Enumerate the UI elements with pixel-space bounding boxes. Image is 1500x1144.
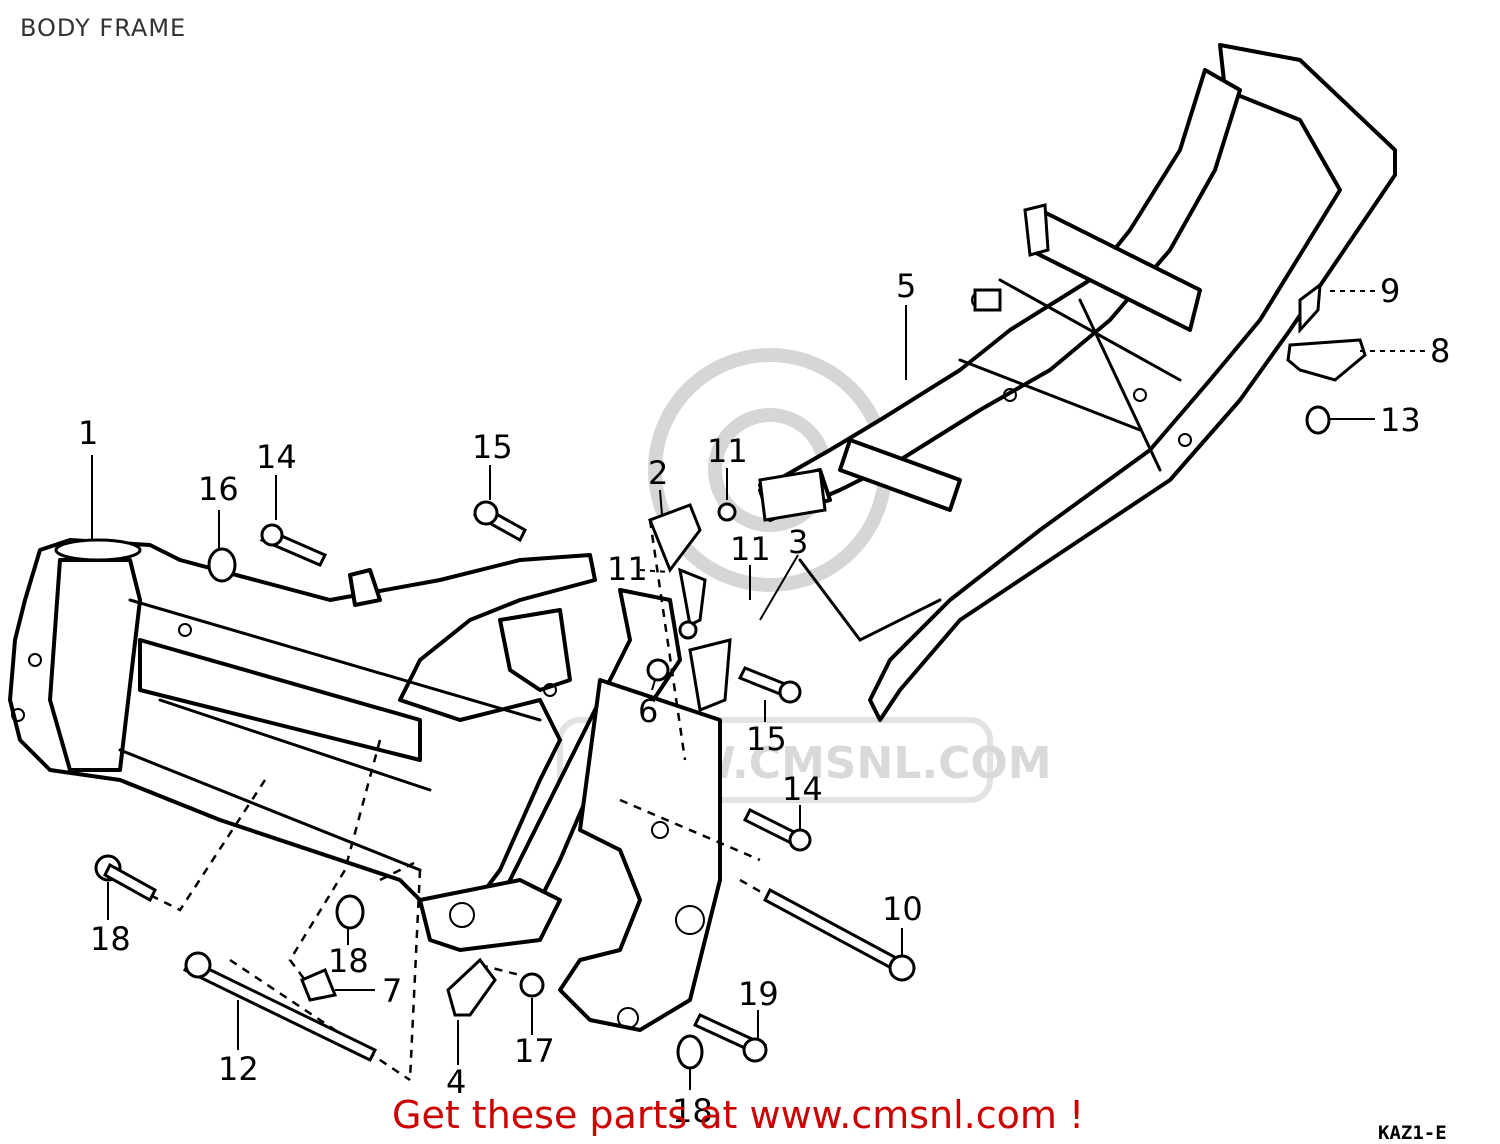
leader-lines	[91, 290, 1425, 1090]
callout-13: 13	[1380, 401, 1421, 439]
callout-17: 17	[514, 1032, 555, 1070]
callout-11c: 11	[730, 530, 771, 568]
callout-6: 6	[638, 692, 658, 730]
callout-18b: 18	[328, 942, 369, 980]
callout-11a: 11	[707, 432, 748, 470]
small-parts	[94, 203, 1367, 1070]
callout-18a: 18	[90, 920, 131, 958]
callout-15b: 15	[746, 720, 787, 758]
diagram-code: KAZ1-E	[1378, 1122, 1447, 1144]
callout-9: 9	[1380, 272, 1400, 310]
callout-2: 2	[648, 454, 668, 492]
callout-11b: 11	[607, 550, 648, 588]
callout-8: 8	[1430, 332, 1450, 370]
callout-4: 4	[446, 1063, 466, 1101]
callout-14a: 14	[256, 438, 297, 476]
cmsnl-watermark: WWW.CMSNL.COM	[557, 348, 1052, 803]
callout-5: 5	[896, 267, 916, 305]
callout-19: 19	[738, 975, 779, 1013]
callout-14b: 14	[782, 770, 823, 808]
callout-labels: 1 14 16 15 2 11 11 11 3 5 9 8 13 6 15 14…	[78, 267, 1450, 1130]
callout-18c: 18	[672, 1092, 713, 1130]
callout-1: 1	[78, 414, 98, 452]
main-frame	[8, 538, 722, 1032]
callout-12: 12	[218, 1050, 259, 1088]
callout-3: 3	[788, 523, 808, 561]
callout-16: 16	[198, 470, 239, 508]
callout-7: 7	[382, 972, 402, 1010]
rear-subframe	[758, 43, 1397, 722]
footer-link[interactable]: Get these parts at www.cmsnl.com !	[392, 1093, 1085, 1137]
diagram-title: BODY FRAME	[20, 14, 187, 42]
callout-15a: 15	[472, 428, 513, 466]
callout-10: 10	[882, 890, 923, 928]
